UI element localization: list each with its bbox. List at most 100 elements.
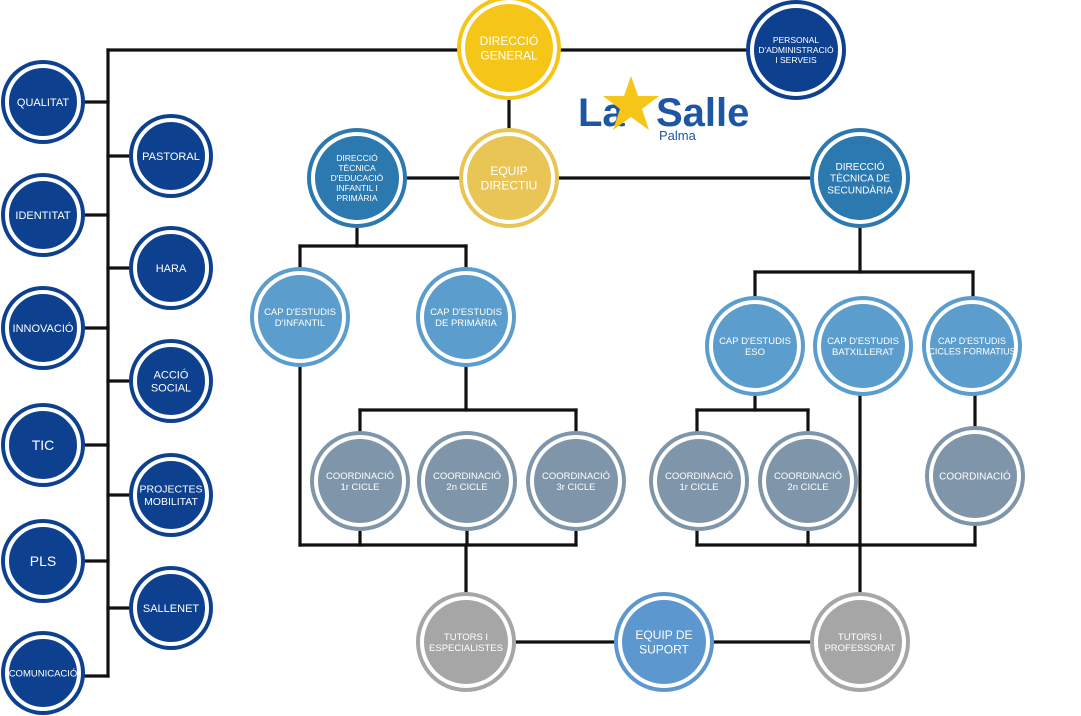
node-personal-administracio-label: PERSONAL — [773, 35, 820, 45]
node-coord-secundaria-1-inner-disc — [653, 435, 745, 527]
node-projectes-mobilitat-inner-disc — [133, 457, 209, 533]
node-cap-eso-label: CAP D'ESTUDIS — [719, 336, 791, 347]
node-direccio-general-inner-disc — [461, 0, 557, 96]
node-direccio-infantil-primaria-label: TÈCNICA — [338, 163, 376, 173]
node-coord-primaria-2-label: 2n CICLE — [446, 482, 487, 493]
node-tutors-professorat-label: PROFESSORAT — [824, 643, 895, 654]
node-direccio-secundaria-label: SECUNDÀRIA — [827, 183, 893, 196]
node-personal-administracio-label: I SERVEIS — [775, 55, 817, 65]
node-cap-batxillerat-label: CAP D'ESTUDIS — [827, 336, 899, 347]
node-cap-infantil-label: D'INFANTIL — [275, 318, 325, 329]
logo-brand-right: Salle — [656, 91, 749, 135]
node-direccio-secundaria-inner-disc — [814, 132, 906, 224]
la-salle-palma-logo: La Salle Palma — [578, 76, 749, 143]
node-comunicacio-inner-disc — [5, 635, 81, 711]
node-tic-label: TIC — [32, 437, 55, 453]
logo-subtitle: Palma — [659, 128, 697, 143]
node-coord-primaria-1-inner-disc — [314, 435, 406, 527]
org-nodes: DIRECCIÓGENERALPERSONALD'ADMINISTRACIÓI … — [1, 0, 1025, 715]
node-accio-social-label: SOCIAL — [151, 382, 191, 394]
node-tutors-especialistes-label: TUTORS I — [444, 632, 488, 643]
node-equip-suport-label: EQUIP DE — [635, 628, 692, 642]
node-direccio-infantil-primaria-label: DIRECCIÓ — [336, 153, 378, 163]
node-coord-primaria-1-label: 1r CICLE — [340, 482, 379, 493]
node-pls: PLS — [1, 519, 85, 603]
node-cap-batxillerat-label: BATXILLERAT — [832, 347, 894, 358]
logo-star-icon — [603, 76, 659, 130]
node-equip-directiu-inner-disc — [463, 132, 555, 224]
node-coord-cicles-label: COORDINACIÓ — [939, 470, 1011, 483]
node-coord-secundaria-2-inner-disc — [762, 435, 854, 527]
node-comunicacio-label: COMUNICACIÓ — [9, 668, 78, 679]
node-hara: HARA — [129, 226, 213, 310]
node-cap-eso-label: ESO — [745, 347, 765, 358]
node-hara-inner-disc — [133, 230, 209, 306]
node-direccio-infantil-primaria-label: INFANTIL I — [336, 183, 378, 193]
node-pastoral-label: PASTORAL — [142, 151, 200, 163]
node-pastoral: PASTORAL — [129, 114, 213, 198]
node-cap-primaria-label: DE PRIMÀRIA — [435, 318, 497, 329]
node-coord-primaria-3-inner-disc — [530, 435, 622, 527]
node-sallenet: SALLENET — [129, 566, 213, 650]
node-projectes-mobilitat-label: MOBILITAT — [144, 496, 198, 508]
node-coord-secundaria-1-label: 1r CICLE — [679, 482, 718, 493]
node-tic: TIC — [1, 403, 85, 487]
node-coord-secundaria-2-label: 2n CICLE — [787, 482, 828, 493]
node-coord-primaria-2-label: COORDINACIÓ — [433, 471, 501, 482]
node-cap-primaria-inner-disc — [420, 271, 512, 363]
node-equip-directiu-label: DIRECTIU — [481, 178, 538, 192]
node-direccio-general-label: DIRECCIÓ — [480, 33, 539, 48]
node-coord-primaria-3-label: 3r CICLE — [556, 482, 595, 493]
node-coord-primaria-1-label: COORDINACIÓ — [326, 471, 394, 482]
node-cap-batxillerat-inner-disc — [817, 300, 909, 392]
node-direccio-infantil-primaria-label: PRIMÀRIA — [336, 193, 377, 203]
node-cap-infantil-label: CAP D'ESTUDIS — [264, 307, 336, 318]
connector-lines — [82, 48, 977, 678]
node-accio-social-label: ACCIÓ — [154, 368, 189, 381]
node-equip-suport-inner-disc — [618, 596, 710, 688]
node-equip-directiu-label: EQUIP — [490, 164, 527, 178]
node-direccio-general-label: GENERAL — [480, 48, 538, 62]
node-cap-cicles-label: CICLES FORMATIUS — [928, 347, 1015, 357]
node-personal-administracio-label: D'ADMINISTRACIÓ — [758, 45, 834, 55]
node-cap-primaria-label: CAP D'ESTUDIS — [430, 307, 502, 318]
node-coord-cicles: COORDINACIÓ — [925, 426, 1025, 526]
node-direccio-infantil-primaria-inner-disc — [311, 132, 403, 224]
node-tutors-especialistes-label: ESPECIALISTES — [429, 643, 503, 654]
node-coord-secundaria-1-label: COORDINACIÓ — [665, 471, 733, 482]
node-cap-infantil-inner-disc — [254, 271, 346, 363]
node-qualitat-label: QUALITAT — [17, 97, 69, 109]
node-coord-primaria-3-label: COORDINACIÓ — [542, 471, 610, 482]
node-tic-inner-disc — [5, 407, 81, 483]
node-innovacio-inner-disc — [5, 290, 81, 366]
node-identitat: IDENTITAT — [1, 173, 85, 257]
node-direccio-infantil-primaria-label: D'EDUCACIÓ — [331, 173, 384, 183]
node-innovacio: INNOVACIÓ — [1, 286, 85, 370]
node-direccio-secundaria-label: TÈCNICA DE — [830, 172, 890, 185]
node-direccio-secundaria-label: DIRECCIÓ — [836, 160, 885, 173]
node-personal-administracio-inner-disc — [750, 4, 842, 96]
node-coord-cicles-inner-disc — [929, 430, 1021, 522]
node-comunicacio: COMUNICACIÓ — [1, 631, 85, 715]
node-sallenet-inner-disc — [133, 570, 209, 646]
node-pls-inner-disc — [5, 523, 81, 599]
node-cap-cicles-label: CAP D'ESTUDIS — [938, 336, 1006, 346]
node-equip-suport-label: SUPORT — [639, 642, 689, 656]
node-projectes-mobilitat-label: PROJECTES — [139, 484, 202, 496]
